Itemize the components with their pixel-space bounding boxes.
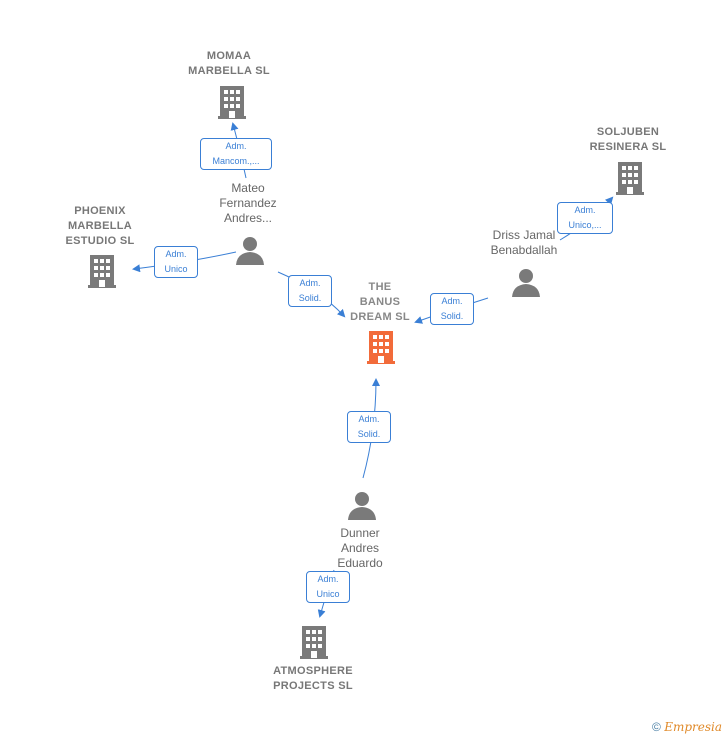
company-label-phoenix[interactable]: PHOENIX MARBELLA ESTUDIO SL — [65, 205, 135, 247]
company-label-banus-dream[interactable]: THE BANUS DREAM SL — [350, 281, 410, 323]
edge-label-mateo-banus[interactable]: Adm. Solid. — [288, 275, 332, 307]
building-icon[interactable] — [86, 253, 118, 289]
person-icon[interactable] — [347, 490, 377, 520]
person-label-driss[interactable]: Driss Jamal Benabdallah — [490, 228, 558, 257]
building-icon[interactable] — [216, 84, 248, 120]
building-icon[interactable] — [298, 624, 330, 660]
company-label-atmosphere[interactable]: ATMOSPHERE PROJECTS SL — [273, 665, 353, 692]
edge-label-mateo-momaa[interactable]: Adm. Mancom.,... — [200, 138, 272, 170]
edge-label-dunner-atmosphere[interactable]: Adm. Unico — [306, 571, 350, 603]
brand-name: Empresia — [664, 720, 722, 734]
building-icon-focus[interactable] — [365, 329, 397, 365]
copyright-icon: © — [652, 720, 661, 734]
person-label-mateo[interactable]: Mateo Fernandez Andres... — [219, 181, 277, 225]
footer-brand[interactable]: © Empresia — [652, 720, 722, 734]
building-icon[interactable] — [614, 160, 646, 196]
company-label-momaa[interactable]: MOMAA MARBELLA SL — [188, 50, 270, 77]
edge-label-mateo-phoenix[interactable]: Adm. Unico — [154, 246, 198, 278]
person-icon[interactable] — [511, 267, 541, 297]
edge-label-dunner-banus[interactable]: Adm. Solid. — [347, 411, 391, 443]
person-label-dunner[interactable]: Dunner Andres Eduardo — [337, 526, 383, 570]
person-icon[interactable] — [235, 235, 265, 265]
edge-label-driss-banus[interactable]: Adm. Solid. — [430, 293, 474, 325]
company-label-soljuben[interactable]: SOLJUBEN RESINERA SL — [589, 126, 667, 153]
edge-label-driss-soljuben[interactable]: Adm. Unico,... — [557, 202, 613, 234]
